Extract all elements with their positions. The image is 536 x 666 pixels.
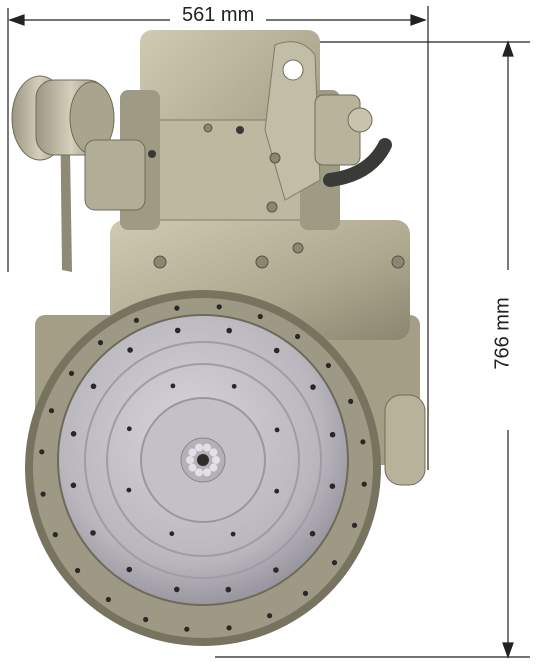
bolt-hole (331, 560, 338, 566)
bolt-hole (188, 463, 197, 472)
bolt-hole (226, 327, 232, 334)
turbocharger (11, 75, 146, 272)
bolt-hole (209, 463, 218, 472)
bolt-hole (203, 443, 211, 452)
bolt-hole (257, 313, 263, 320)
bolt-hole (273, 347, 280, 354)
bolt-hole (267, 613, 273, 619)
bolt-hole (302, 590, 309, 597)
bolt-hole (309, 530, 316, 537)
bolt-hole (216, 304, 222, 310)
bolt-hole (169, 531, 175, 537)
height-dimension (215, 40, 530, 659)
bolt-hole (188, 448, 197, 457)
bolt-hole (274, 488, 280, 494)
bolt-hole (351, 522, 358, 528)
bolt-hole (143, 616, 149, 623)
bolt-hole (105, 596, 111, 603)
bolt-hole (174, 305, 180, 311)
bolt-hole (209, 448, 218, 457)
bolt-hole (68, 370, 75, 376)
bolt-hole (90, 530, 96, 536)
bolt-hole (195, 468, 203, 477)
bolt-hole (126, 566, 133, 573)
bolt-hole (203, 468, 211, 477)
bolt-hole (329, 483, 336, 490)
bolt-hole (360, 439, 366, 445)
bolt-hole (225, 586, 232, 593)
bolt-hole (127, 347, 133, 353)
bolt-hole (212, 456, 220, 464)
bolt-hole (48, 408, 55, 414)
bolt-hole (52, 532, 58, 538)
bolt-hole (174, 327, 181, 334)
bolt-hole (348, 398, 354, 404)
bolt-hole (90, 383, 97, 390)
bolt-hole (70, 431, 77, 437)
bolt-hole (295, 333, 301, 340)
bolt-hole (39, 449, 45, 455)
bolt-hole (170, 383, 176, 389)
width-dimension-label: 561 mm (170, 4, 267, 27)
bolt-hole (230, 531, 236, 537)
bolt-hole (40, 491, 46, 497)
bolt-hole (174, 586, 180, 593)
right-side-components (314, 94, 426, 486)
bolt-hole (70, 482, 77, 489)
bolt-hole (97, 340, 104, 346)
bolt-hole (186, 456, 194, 464)
bolt-hole (184, 626, 190, 632)
bolt-hole (126, 487, 132, 493)
bolt-hole (273, 567, 279, 573)
flywheel (57, 314, 349, 606)
bolt-hole (195, 443, 203, 452)
bolt-hole (231, 383, 237, 389)
bolt-hole (274, 427, 280, 433)
bolt-hole (329, 431, 336, 438)
bolt-hole (75, 567, 81, 574)
height-dimension-label: 766 mm (491, 288, 515, 379)
bolt-holes (39, 304, 367, 632)
bolt-hole (226, 625, 232, 631)
bolt-hole (133, 317, 139, 323)
bolt-hole (126, 426, 132, 432)
bolt-hole (325, 362, 331, 369)
bolt-hole (361, 481, 367, 487)
bolt-hole (310, 384, 316, 390)
